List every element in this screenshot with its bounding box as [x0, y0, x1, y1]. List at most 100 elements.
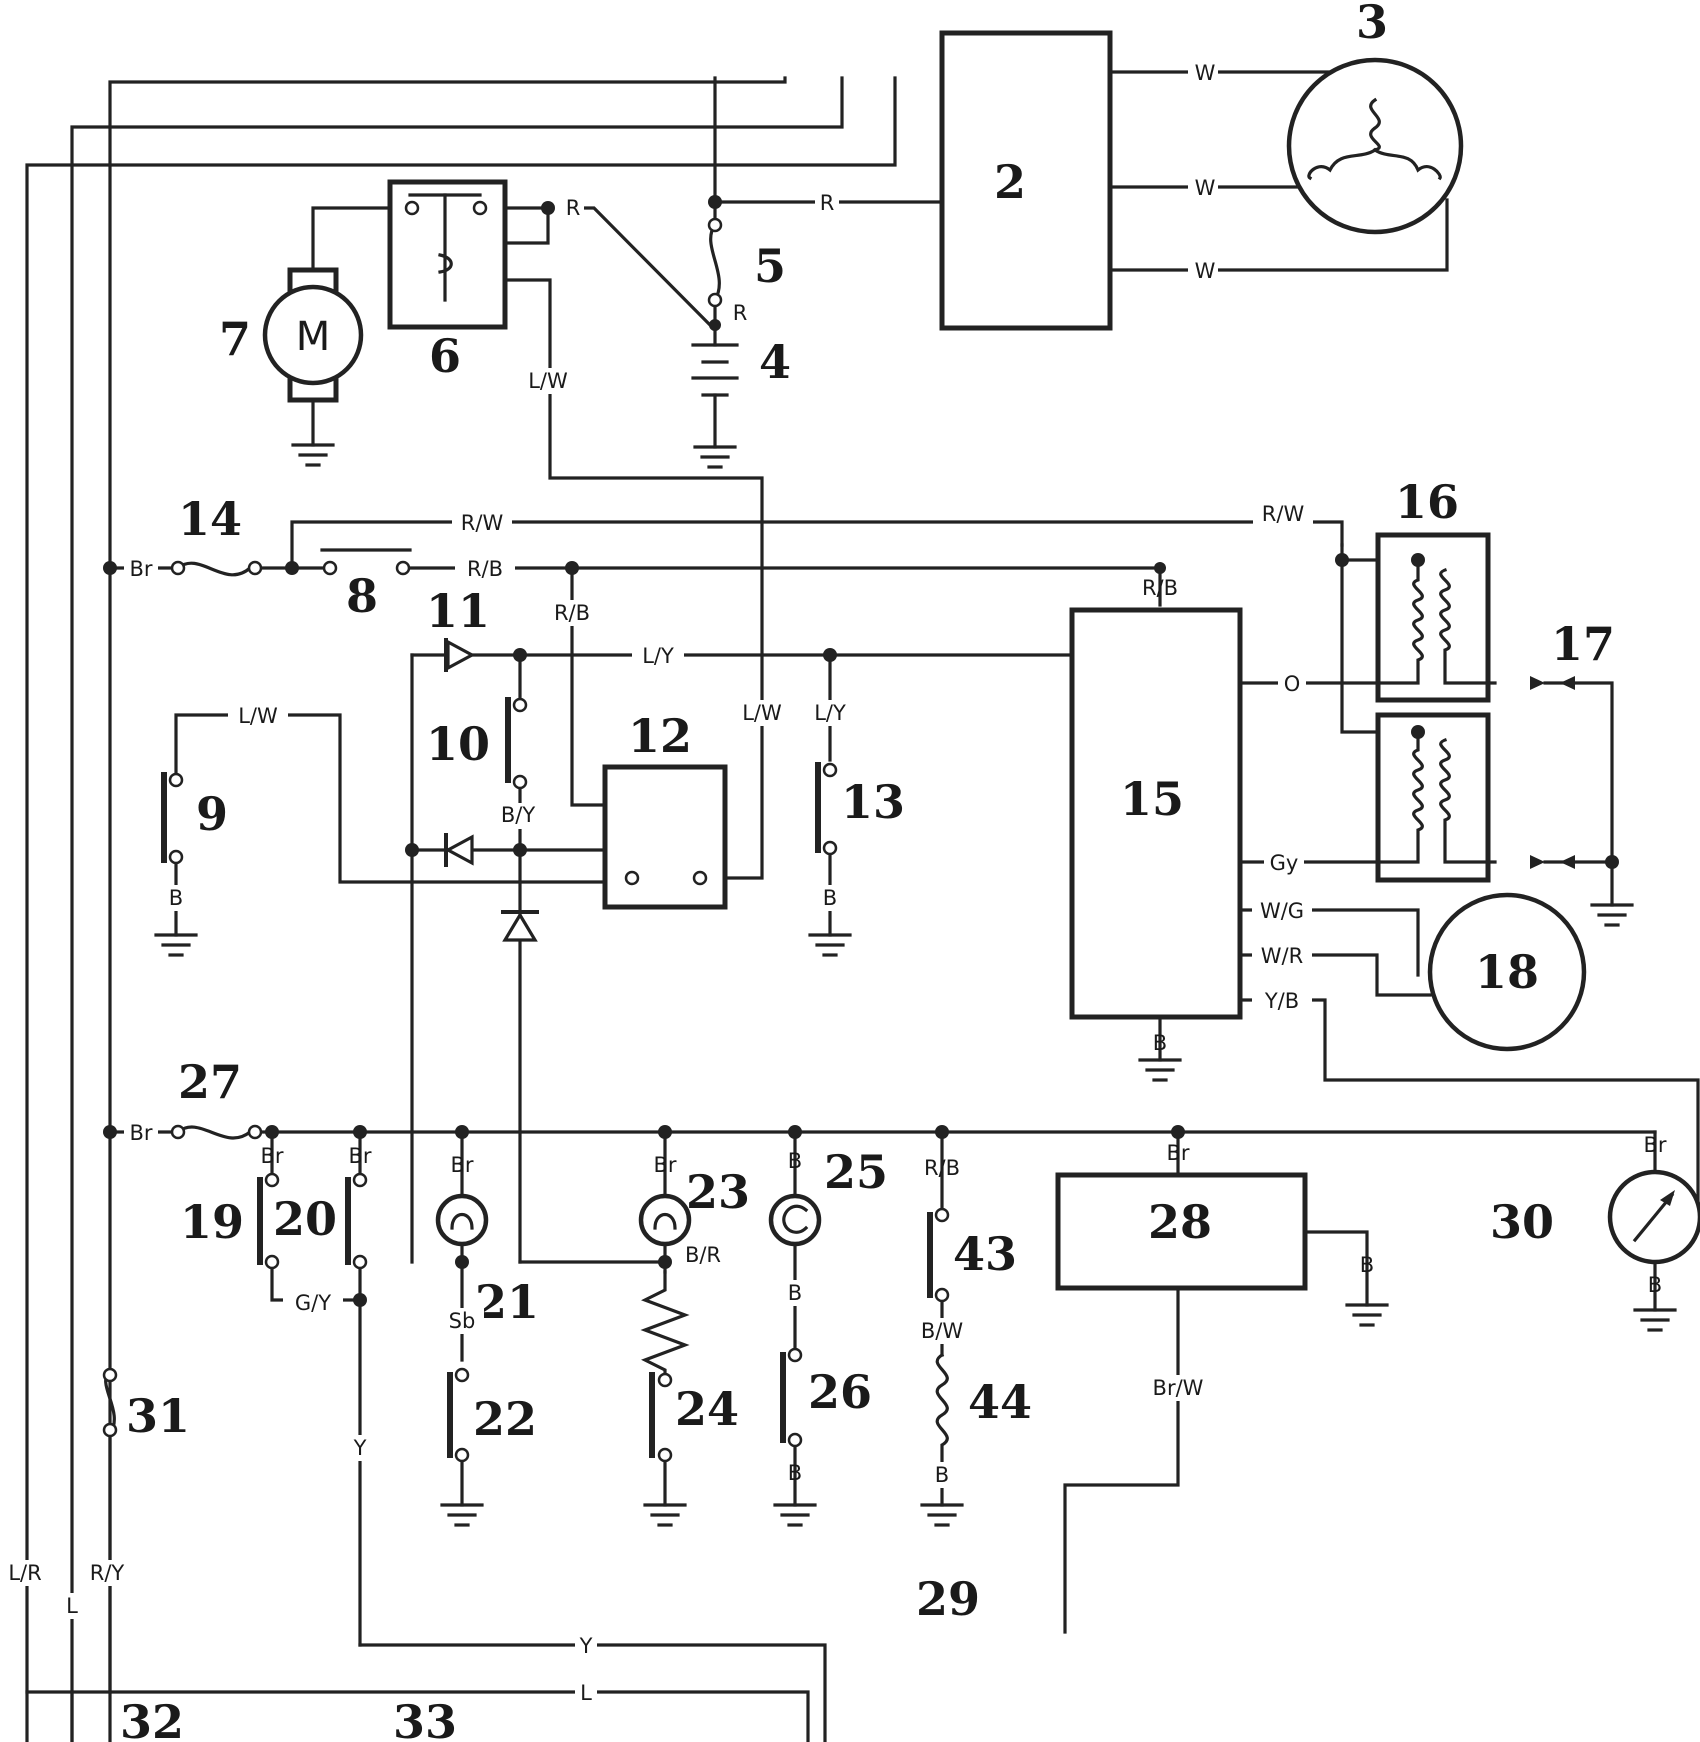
wire-label-b-9: B	[169, 886, 183, 910]
component-numbers: 2 3 4 5 6 7 M 8 9 10 11 12 13 14 15 16 1…	[120, 0, 1615, 1742]
wire-label-b-28: B	[1360, 1253, 1374, 1277]
wire-label-l-left: L	[66, 1594, 78, 1618]
wire-label-y-bottom: Y	[579, 1634, 593, 1658]
wire-label-fuse14-br: Br	[129, 557, 152, 581]
label-20: 20	[273, 1192, 337, 1246]
diode-11	[444, 638, 476, 672]
label-15: 15	[1120, 772, 1184, 826]
label-22: 22	[473, 1392, 537, 1446]
wire-label-o-15: O	[1284, 672, 1301, 696]
wire-label-br-30: Br	[1643, 1133, 1666, 1157]
label-11: 11	[426, 584, 490, 638]
label-6: 6	[429, 329, 461, 383]
label-33: 33	[393, 1695, 457, 1742]
label-8: 8	[346, 569, 378, 623]
starter-motor-7	[262, 267, 364, 403]
relay-12	[602, 764, 728, 910]
regulator-rectifier-2	[939, 30, 1113, 331]
lamp-23	[638, 1193, 692, 1247]
label-17: 17	[1551, 617, 1615, 671]
terminals	[102, 217, 950, 1463]
wire-label-gy-19: G/Y	[295, 1291, 331, 1315]
igniter-15	[1069, 607, 1243, 1020]
wire-label-fuse-r: R	[733, 301, 748, 325]
wire-label-by-10: B/Y	[501, 803, 535, 827]
wire-label-gy-15: Gy	[1270, 851, 1299, 875]
label-27: 27	[178, 1055, 242, 1109]
wire-label-sb-21: Sb	[449, 1309, 476, 1333]
wire-label-igniter-rw: R/W	[1262, 502, 1305, 526]
motor-m-symbol: M	[296, 314, 331, 360]
wire-label-b-15: B	[1153, 1031, 1167, 1055]
wire-label-main-rw: R/W	[461, 511, 504, 535]
wire-label-br-19: Br	[260, 1144, 283, 1168]
wire-label-bw-43: B/W	[921, 1319, 963, 1343]
label-24: 24	[675, 1382, 739, 1436]
wire-label-y-20: Y	[353, 1436, 367, 1460]
tachometer-28	[1055, 1172, 1308, 1291]
wire-label-br-28: Br	[1166, 1141, 1189, 1165]
wire-label-stator-w3: W	[1195, 259, 1216, 283]
label-4: 4	[759, 335, 791, 389]
label-44: 44	[968, 1375, 1032, 1429]
wire-label-br-20: Br	[348, 1144, 371, 1168]
wire-label-ly-main: L/Y	[642, 644, 674, 668]
starter-relay-6	[387, 179, 508, 330]
stator-3	[1286, 57, 1464, 235]
wire-label-b-44: B	[935, 1463, 949, 1487]
wire-label-igniter-rb: R/B	[1142, 576, 1178, 600]
label-19: 19	[180, 1195, 244, 1249]
wire-label-sw8-rb: R/B	[467, 557, 503, 581]
ignition-coil-16	[1375, 532, 1491, 883]
label-25: 25	[824, 1145, 888, 1199]
label-16: 16	[1395, 475, 1459, 529]
label-28: 28	[1148, 1195, 1212, 1249]
wire-label-stator-w2: W	[1195, 176, 1216, 200]
wire-label-yb-15: Y/B	[1264, 989, 1299, 1013]
gauge-30	[1607, 1169, 1700, 1265]
label-12: 12	[628, 709, 692, 763]
label-9: 9	[196, 787, 228, 841]
lamp-25	[768, 1193, 822, 1247]
label-31: 31	[126, 1389, 190, 1443]
wire-label-b-26: B	[788, 1461, 802, 1485]
wire-label-wr-15: W/R	[1261, 944, 1303, 968]
wire-label-lr-left: L/R	[8, 1561, 41, 1585]
wire-label-fuse27-br: Br	[129, 1121, 152, 1145]
wire-label-b-25: B	[788, 1149, 802, 1173]
label-14: 14	[178, 492, 242, 546]
wire-label-ly-13: L/Y	[814, 701, 846, 725]
accessory-bus	[108, 1125, 1677, 1742]
label-10: 10	[426, 717, 490, 771]
starter-charging-section	[291, 70, 1449, 880]
label-29: 29	[916, 1572, 980, 1626]
wire-label-wg-15: W/G	[1260, 899, 1304, 923]
label-2: 2	[994, 155, 1026, 209]
wire-label-rb-43: R/B	[924, 1156, 960, 1180]
wire-label-br-21: Br	[450, 1153, 473, 1177]
wire-label-stator-w1: W	[1195, 61, 1216, 85]
spark-plugs-17	[1530, 676, 1575, 869]
label-21: 21	[475, 1275, 539, 1329]
diode-vertical	[501, 910, 539, 942]
label-23: 23	[686, 1165, 750, 1219]
label-13: 13	[841, 775, 905, 829]
wire-label-relay12-rb: R/B	[554, 601, 590, 625]
pickup-coil-18	[1427, 892, 1587, 1052]
wire-label-b-30: B	[1648, 1273, 1662, 1297]
label-18: 18	[1475, 945, 1539, 999]
label-7: 7	[219, 312, 251, 366]
wire-label-ry-left: R/Y	[90, 1561, 125, 1585]
lamp-21	[435, 1193, 489, 1247]
junction-dots	[103, 195, 1619, 1307]
wire-label-brw-28: Br/W	[1153, 1376, 1204, 1400]
wire-label-b-13: B	[823, 886, 837, 910]
label-26: 26	[808, 1365, 872, 1419]
label-30: 30	[1490, 1195, 1554, 1249]
label-5: 5	[754, 239, 786, 293]
wire-label-reg-r: R	[820, 191, 835, 215]
wire-label-relay-r: R	[566, 196, 581, 220]
label-32: 32	[120, 1695, 184, 1742]
wire-labels: W W W R R R L/W R/W R/W Br R/B R/B R/B L…	[2, 60, 1667, 1706]
